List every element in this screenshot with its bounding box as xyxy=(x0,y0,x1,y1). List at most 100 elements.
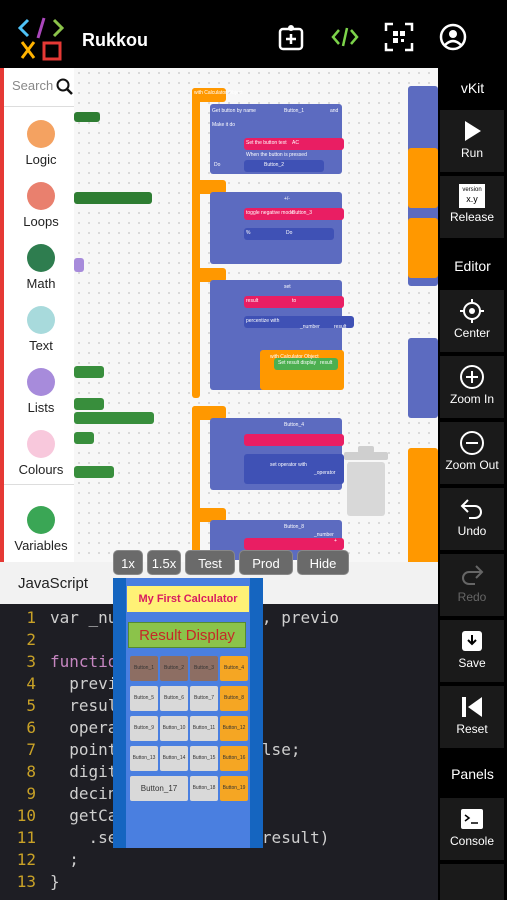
calculator-button[interactable]: Button_13 xyxy=(130,746,158,771)
code-block[interactable] xyxy=(192,508,226,522)
hide-button[interactable]: Hide xyxy=(297,550,349,575)
block-label: with Calculator Object xyxy=(270,354,319,360)
category-color-swatch xyxy=(27,430,55,458)
category-lists[interactable]: Lists xyxy=(8,368,74,415)
calculator-button[interactable]: Button_18 xyxy=(190,776,218,801)
code-block[interactable] xyxy=(260,350,344,390)
code-block[interactable] xyxy=(192,508,200,558)
category-text[interactable]: Text xyxy=(8,306,74,353)
calculator-button[interactable]: Button_2 xyxy=(160,656,188,681)
reset-button[interactable]: Reset xyxy=(440,686,504,748)
block-label: Set the button text xyxy=(246,140,287,146)
category-color-swatch xyxy=(27,244,55,272)
panel-button-partial[interactable] xyxy=(440,864,504,900)
code-block[interactable] xyxy=(192,88,226,102)
block-label: result xyxy=(246,298,259,304)
prod-button[interactable]: Prod xyxy=(239,550,293,575)
calculator-button[interactable]: Button_19 xyxy=(220,776,248,801)
code-block[interactable] xyxy=(192,180,226,194)
trash-icon[interactable] xyxy=(340,446,392,518)
block-label: result xyxy=(320,360,333,366)
category-colours[interactable]: Colours xyxy=(8,430,74,477)
redo-button[interactable]: Redo xyxy=(440,554,504,616)
line-number: 9 xyxy=(26,784,36,803)
account-icon[interactable] xyxy=(438,22,468,52)
code-block[interactable] xyxy=(244,228,334,240)
qr-scan-icon[interactable] xyxy=(384,22,414,52)
calculator-button[interactable]: Button_11 xyxy=(190,716,218,741)
calculator-button[interactable]: Button_7 xyxy=(190,686,218,711)
tab-javascript[interactable]: JavaScript xyxy=(18,575,89,592)
release-button[interactable]: version x.y Release xyxy=(440,176,504,238)
calculator-button[interactable]: Button_10 xyxy=(160,716,188,741)
code-block[interactable] xyxy=(244,160,324,172)
code-block[interactable] xyxy=(192,406,200,526)
code-block[interactable] xyxy=(74,466,114,478)
code-block[interactable] xyxy=(192,268,200,398)
block-label: Button_3 xyxy=(292,210,313,216)
code-block[interactable] xyxy=(274,358,338,370)
code-block[interactable] xyxy=(408,448,438,562)
save-button[interactable]: Save xyxy=(440,620,504,682)
code-block[interactable] xyxy=(74,432,94,444)
code-block[interactable] xyxy=(74,112,100,122)
code-icon[interactable] xyxy=(330,22,360,52)
code-block[interactable] xyxy=(74,366,104,378)
code-block[interactable] xyxy=(74,192,152,204)
search-input[interactable]: Search xyxy=(12,78,54,93)
code-block[interactable] xyxy=(74,398,104,410)
category-variables[interactable]: Variables xyxy=(8,506,74,553)
category-label: Variables xyxy=(14,538,68,553)
code-block[interactable] xyxy=(244,434,344,446)
code-block[interactable] xyxy=(408,218,438,278)
code-block[interactable] xyxy=(408,148,438,208)
calculator-button[interactable]: Button_16 xyxy=(220,746,248,771)
calculator-button[interactable]: Button_14 xyxy=(160,746,188,771)
calculator-button[interactable]: Button_3 xyxy=(190,656,218,681)
code-block[interactable] xyxy=(244,316,354,328)
center-button[interactable]: Center xyxy=(440,290,504,352)
category-label: Text xyxy=(29,338,53,353)
run-button[interactable]: Run xyxy=(440,110,504,172)
code-block[interactable] xyxy=(74,258,84,272)
calculator-button[interactable]: Button_1 xyxy=(130,656,158,681)
code-block[interactable] xyxy=(244,454,344,484)
code-block[interactable] xyxy=(192,88,200,208)
code-block[interactable] xyxy=(408,338,438,418)
code-block[interactable] xyxy=(244,138,344,150)
code-block[interactable] xyxy=(244,208,344,220)
calculator-button[interactable]: Button_6 xyxy=(160,686,188,711)
top-bar: Rukkou xyxy=(0,0,507,68)
test-button[interactable]: Test xyxy=(185,550,235,575)
code-block[interactable] xyxy=(244,296,344,308)
redo-label: Redo xyxy=(457,590,487,604)
calculator-button[interactable]: Button_5 xyxy=(130,686,158,711)
undo-button[interactable]: Undo xyxy=(440,488,504,550)
puzzle-icon[interactable] xyxy=(276,22,306,52)
zoom-out-label: Zoom Out xyxy=(445,458,499,472)
zoom-in-button[interactable]: Zoom In xyxy=(440,356,504,418)
code-block[interactable] xyxy=(192,180,200,290)
category-math[interactable]: Math xyxy=(8,244,74,291)
zoom-1-5x-button[interactable]: 1.5x xyxy=(147,550,181,575)
calculator-button[interactable]: Button_15 xyxy=(190,746,218,771)
code-block[interactable] xyxy=(192,406,226,420)
calculator-button[interactable]: Button_12 xyxy=(220,716,248,741)
calculator-button[interactable]: Button_9 xyxy=(130,716,158,741)
code-block[interactable] xyxy=(244,538,344,550)
category-loops[interactable]: Loops xyxy=(8,182,74,229)
console-button[interactable]: Console xyxy=(440,798,504,860)
category-logic[interactable]: Logic xyxy=(8,120,74,167)
calculator-button[interactable]: Button_8 xyxy=(220,686,248,711)
calculator-button[interactable]: Button_4 xyxy=(220,656,248,681)
calculator-button[interactable]: Button_17 xyxy=(130,776,188,801)
search-icon[interactable] xyxy=(56,78,74,96)
center-label: Center xyxy=(453,326,491,340)
code-block[interactable] xyxy=(192,268,226,282)
zoom-1x-button[interactable]: 1x xyxy=(113,550,143,575)
zoom-out-button[interactable]: Zoom Out xyxy=(440,422,504,484)
block-label: Do xyxy=(286,230,293,236)
code-block[interactable] xyxy=(74,412,154,424)
